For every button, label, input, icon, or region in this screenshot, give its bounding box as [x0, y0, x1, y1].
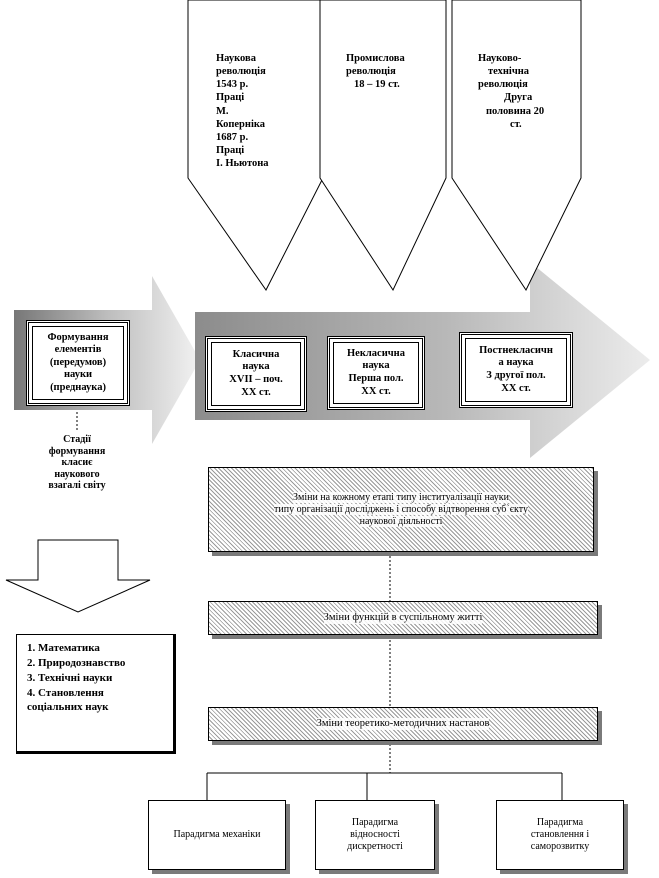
- revolution-pentagon-2: [319, 0, 447, 292]
- paradigm-box-mechanics: Парадигма механіки: [148, 800, 286, 870]
- stage-box-classical: Класична наука XVII – поч. XX ст.: [205, 336, 307, 412]
- stages-caption: Стадії формування класиє наукового взага…: [48, 434, 106, 491]
- change-box-methodology: Зміни теоретико-методичних настанов: [208, 707, 598, 741]
- revolution-pentagon-1: [187, 0, 324, 291]
- paradigm-box-relativity: Парадигма відносності дискретності: [315, 800, 435, 870]
- stage-box-postnonclassical: Постнекласичн а наука З другої пол. XX с…: [459, 332, 573, 408]
- change-box-functions: Зміни функцій в суспільному житті: [208, 601, 598, 635]
- revolution-pentagon-3: [451, 0, 582, 292]
- stage-box-prescience: Формування елементів (передумов) науки (…: [26, 320, 130, 406]
- paradigm-box-selfdevelopment: Парадигма становлення і саморозвитку: [496, 800, 624, 870]
- revolution-text-3: Науково- технічна революція Друга полови…: [478, 53, 545, 130]
- revolution-text-2: Промислова революція 18 – 19 ст.: [346, 53, 405, 91]
- stage-box-nonclassical: Некласична наука Перша пол. XX ст.: [327, 336, 425, 410]
- change-box-institutionalization: Зміни на кожному етапі типу інституаліза…: [208, 467, 594, 552]
- revolution-text-1: Наукова революція 1543 р. Праці М. Копер…: [216, 53, 269, 169]
- sciences-list: 1. Математика 2. Природознавство 3. Техн…: [16, 634, 176, 754]
- down-arrow: [5, 539, 151, 613]
